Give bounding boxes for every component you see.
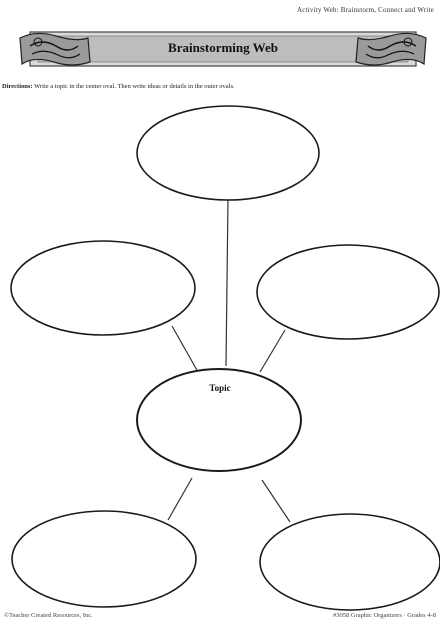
topic-label: Topic [190,383,250,393]
footer-copyright: ©Teacher Created Resources, Inc. [4,612,93,619]
connector-top [226,199,228,366]
oval-upper-left [11,241,195,335]
connector-upper-left [172,326,198,372]
connector-lower-left [168,478,192,520]
footer-book-info: #3058 Graphic Organizers · Grades 4-8 [333,612,436,619]
oval-lower-left [12,511,196,607]
oval-upper-right [257,245,439,339]
connector-lower-right [262,480,290,522]
oval-lower-right [260,514,440,610]
connector-upper-right [260,330,285,372]
oval-top [137,106,319,200]
